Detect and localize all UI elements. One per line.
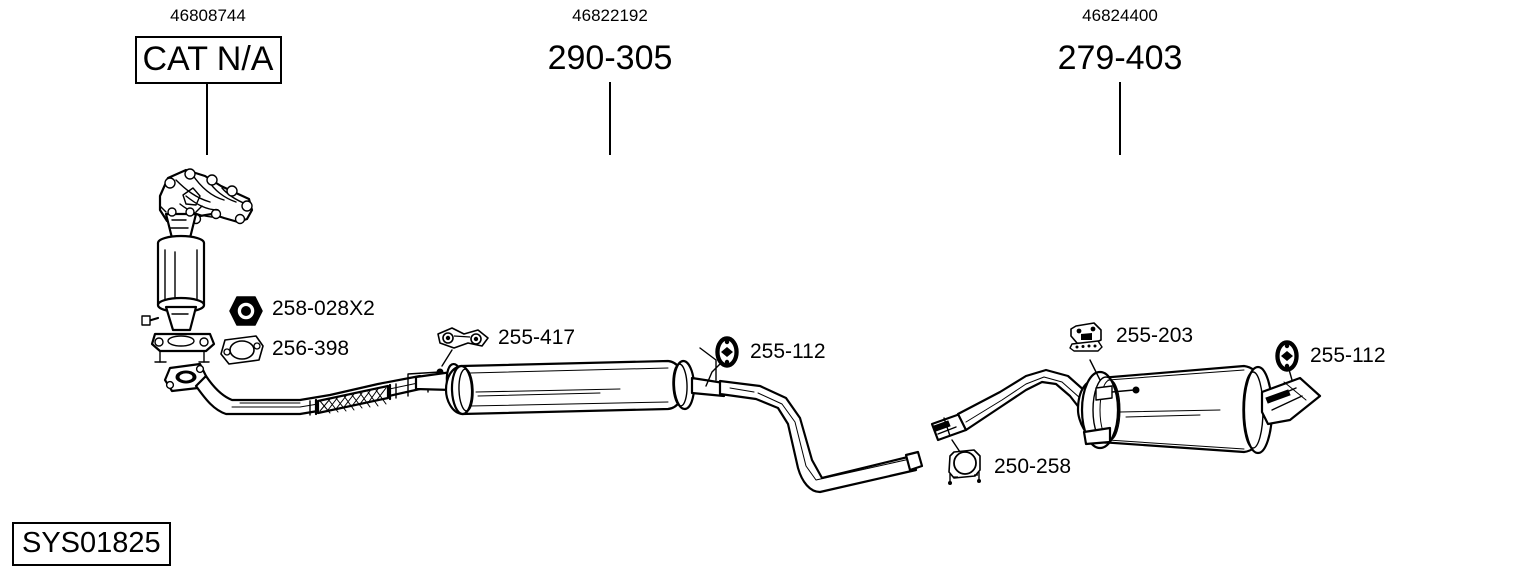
group-code-2: 290-305 bbox=[547, 39, 673, 77]
callout-255-112-centre-label: 255-112 bbox=[750, 340, 826, 363]
centre-silencer-drawing bbox=[414, 359, 726, 416]
manifold-catalyst-drawing bbox=[141, 168, 254, 363]
exhaust-clamp-icon bbox=[948, 449, 981, 485]
rubber-mount-bracket-icon bbox=[1069, 322, 1103, 352]
group-part-number-3: 46824400 bbox=[1082, 6, 1158, 25]
rear-silencer-drawing bbox=[1076, 364, 1322, 455]
front-pipe-drawing bbox=[163, 362, 456, 416]
rubber-mount-icon bbox=[1275, 340, 1299, 372]
system-id-container: SYS01825 bbox=[12, 522, 171, 566]
leader-line-group-1 bbox=[206, 82, 208, 155]
rubber-mount-icon bbox=[715, 336, 739, 368]
callout-250-258-label: 250-258 bbox=[994, 455, 1072, 478]
hex-nut-icon bbox=[229, 296, 263, 326]
leader-line-group-2 bbox=[609, 82, 611, 155]
system-id: SYS01825 bbox=[12, 522, 171, 566]
group-code-box-1: CAT N/A bbox=[120, 36, 296, 84]
callout-255-417-label: 255-417 bbox=[498, 326, 576, 349]
intermediate-pipe-drawing bbox=[699, 347, 924, 494]
flex-braid-hatching bbox=[319, 387, 387, 414]
group-code-3: 279-403 bbox=[1057, 39, 1183, 77]
leader-line-group-3 bbox=[1119, 82, 1121, 155]
rubber-hanger-icon bbox=[437, 327, 489, 349]
group-part-number-2: 46822192 bbox=[572, 6, 648, 25]
callout-255-112-rear-label: 255-112 bbox=[1310, 344, 1386, 367]
group-code-1: CAT N/A bbox=[134, 36, 282, 84]
callout-256-398-label: 256-398 bbox=[272, 337, 350, 360]
callout-255-203-label: 255-203 bbox=[1116, 324, 1194, 347]
callout-258-028x2-label: 258-028X2 bbox=[272, 297, 375, 320]
group-part-number-1: 46808744 bbox=[170, 6, 246, 25]
flange-gasket-icon bbox=[220, 335, 264, 365]
